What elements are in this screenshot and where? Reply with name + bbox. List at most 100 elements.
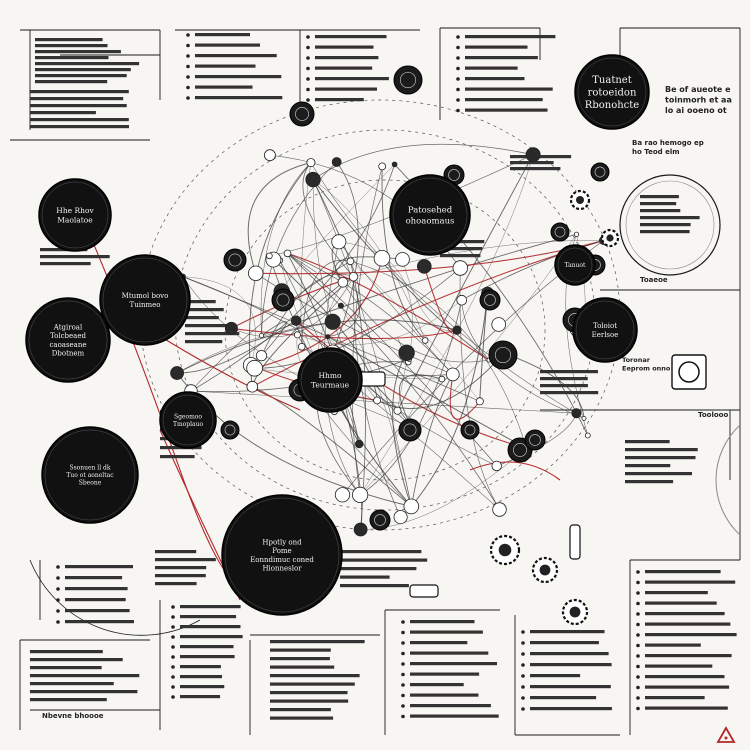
- network-node: [492, 502, 507, 517]
- text-line: [160, 455, 195, 459]
- bullet-dot: [636, 654, 640, 658]
- text-line: [185, 316, 219, 320]
- network-node: [421, 337, 429, 344]
- text-line: [645, 643, 701, 647]
- hub-label: Mtumol bovo: [122, 292, 169, 300]
- text-line: [30, 90, 129, 94]
- hub-label: Hpotly ond: [262, 538, 302, 546]
- text-line: [645, 601, 717, 605]
- bullet-dot: [171, 615, 175, 619]
- bullet-dot: [401, 662, 405, 666]
- text-line: [155, 574, 206, 578]
- text-line: [35, 62, 140, 66]
- bullet-dot: [306, 77, 310, 81]
- node-circle: [488, 340, 518, 370]
- text-line: [270, 657, 330, 661]
- bullet-dot: [456, 108, 460, 113]
- text-line: [195, 85, 253, 89]
- hub-circle-inner-ring: [300, 350, 360, 410]
- network-link: [398, 374, 443, 427]
- node-circle-ring: [295, 107, 309, 121]
- hub-label: Maolatoe: [57, 215, 93, 224]
- hub-label: Hhmo: [319, 371, 342, 380]
- node-circle-ring: [374, 514, 386, 526]
- text-line: [410, 630, 483, 634]
- text-line: [65, 609, 130, 613]
- dial-icon: [678, 361, 700, 383]
- network-link: [190, 390, 577, 414]
- text-line: [410, 620, 475, 624]
- hub-label: Hhe Rhov: [56, 206, 94, 215]
- text-line: [465, 87, 553, 91]
- text-line: [540, 370, 598, 374]
- text-line: [315, 98, 364, 102]
- text-line: [510, 155, 572, 159]
- network-link: [231, 276, 354, 338]
- note-right-box: Toolooo: [698, 411, 728, 419]
- bullet-dot: [171, 695, 175, 699]
- network-node: [378, 162, 387, 171]
- text-line: [510, 161, 554, 165]
- node-circle: [393, 65, 423, 95]
- node-circle: [369, 509, 391, 531]
- network-link: [496, 413, 577, 467]
- network-node: [246, 380, 259, 393]
- network-link: [449, 374, 481, 420]
- network-link: [359, 154, 534, 496]
- text-line: [410, 672, 480, 676]
- gear-hub: [576, 196, 584, 204]
- text-line: [35, 50, 121, 54]
- network-link: [410, 293, 489, 507]
- text-line: [35, 56, 109, 60]
- text-line: [645, 654, 732, 658]
- network-node: [525, 147, 541, 163]
- text-line: [340, 558, 428, 562]
- text-line: [180, 625, 241, 629]
- network-node: [334, 487, 351, 503]
- network-node: [224, 321, 238, 335]
- hub-label: Sbeone: [79, 480, 102, 487]
- text-line: [410, 693, 479, 697]
- text-line: [180, 665, 221, 669]
- node-circle: [460, 420, 480, 440]
- network-node: [475, 397, 484, 406]
- hub-circle-inner-ring: [41, 181, 109, 249]
- text-blocks: [30, 33, 737, 720]
- network-link: [312, 179, 412, 507]
- text-line: [315, 45, 374, 49]
- node-circle-ring: [399, 71, 417, 89]
- text-line: [185, 332, 240, 336]
- bullet-dot: [306, 87, 310, 92]
- text-line: [640, 195, 679, 199]
- hub-label: Toloiot: [593, 322, 617, 330]
- network-node: [445, 367, 460, 382]
- network-link: [312, 179, 351, 262]
- node-circle-ring: [464, 424, 476, 436]
- node-circle-ring: [513, 443, 527, 457]
- text-line: [30, 118, 129, 122]
- text-line: [640, 230, 690, 234]
- network-link: [312, 179, 490, 361]
- hub-circle-inner-ring: [28, 300, 108, 380]
- hub-label: Tolcbeaed: [50, 332, 86, 340]
- hub-circle-inner-ring: [577, 57, 647, 127]
- network-web: [69, 99, 621, 601]
- text-line: [180, 655, 235, 659]
- bullet-dot: [521, 663, 525, 667]
- text-line: [410, 641, 468, 645]
- network-node: [491, 317, 507, 332]
- node-circle-ring: [594, 166, 606, 178]
- bullet-dot: [171, 675, 175, 679]
- network-link: [287, 253, 454, 375]
- text-line: [315, 87, 377, 91]
- hub-circle-inner-ring: [162, 394, 214, 446]
- node-circle: [590, 162, 610, 182]
- network-link: [340, 305, 412, 507]
- orbit-ring: [224, 179, 546, 481]
- network-link: [338, 241, 413, 363]
- bullet-dot: [636, 633, 640, 637]
- text-line: [465, 35, 556, 39]
